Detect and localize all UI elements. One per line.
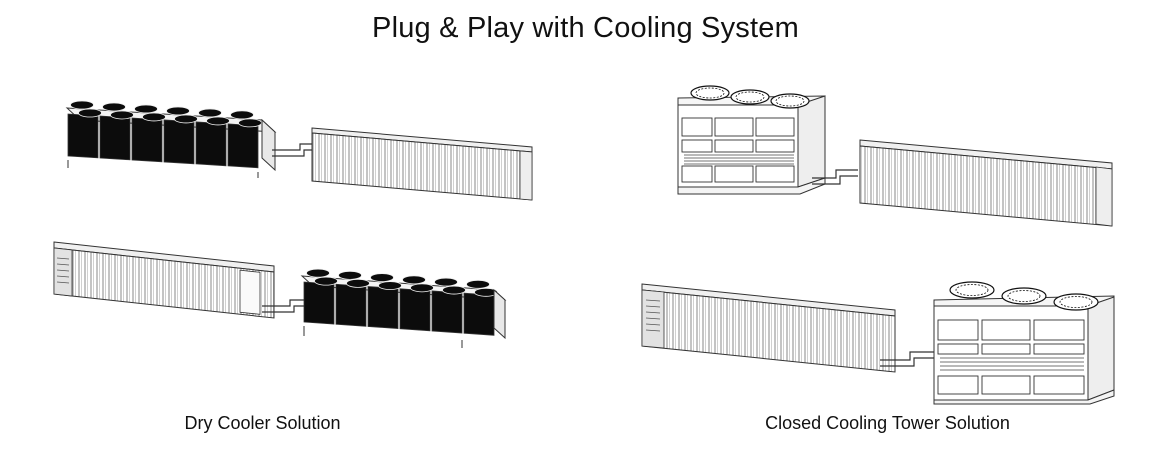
cooler-panel <box>431 290 463 334</box>
fan-icon <box>142 112 166 122</box>
fan-icon <box>474 287 498 297</box>
fan-icon <box>78 108 102 118</box>
container-bottom-left <box>53 241 275 319</box>
fan-icon <box>1053 293 1099 311</box>
fan-icon <box>1001 287 1047 305</box>
fan-icon <box>102 102 126 112</box>
fan-icon <box>442 285 466 295</box>
cooler-panel <box>99 115 131 161</box>
cooling-tower-bottom-right <box>933 281 1115 405</box>
container-top-right <box>859 139 1113 227</box>
cooler-panel <box>303 281 335 325</box>
fan-icon <box>370 273 394 283</box>
fan-icon <box>110 110 134 120</box>
fan-icon <box>410 283 434 293</box>
cooler-panel <box>163 119 195 165</box>
fan-icon <box>434 277 458 287</box>
cooling-tower-top-right <box>677 85 826 195</box>
fan-icon <box>770 93 810 109</box>
fan-icon <box>174 114 198 124</box>
container-top-left <box>311 127 533 201</box>
fan-icon <box>346 278 370 288</box>
fan-icon <box>230 110 254 120</box>
fan-icon <box>690 85 730 101</box>
cooler-panel <box>227 123 259 169</box>
cooler-panel <box>367 286 399 330</box>
fan-icon <box>238 118 262 128</box>
cooler-panel <box>67 113 99 159</box>
caption-closed-cooling-tower: Closed Cooling Tower Solution <box>765 413 1010 433</box>
fan-icon <box>730 89 770 105</box>
fan-icon <box>402 275 426 285</box>
cooler-panel <box>463 292 495 336</box>
container-bottom-right <box>641 283 896 373</box>
fan-icon <box>338 270 362 280</box>
cooler-panel <box>335 283 367 327</box>
fan-icon <box>134 104 158 114</box>
pipes-top-right <box>812 169 858 185</box>
fan-icon <box>206 116 230 126</box>
pipes-top-left <box>272 143 312 157</box>
fan-icon <box>314 276 338 286</box>
fan-icon <box>378 281 402 291</box>
cooler-panel <box>195 121 227 167</box>
dry-cooler-unit-top-left <box>65 100 277 178</box>
caption-dry-cooler: Dry Cooler Solution <box>184 413 341 433</box>
fan-icon <box>949 281 995 299</box>
dry-cooler-unit-bottom-left <box>300 268 507 348</box>
fan-icon <box>166 106 190 116</box>
pipes-bottom-right <box>880 351 934 367</box>
fan-icon <box>466 279 490 289</box>
pipes-bottom-left <box>262 299 304 313</box>
cooler-panel <box>131 117 163 163</box>
fan-icon <box>198 108 222 118</box>
page-title: Plug & Play with Cooling System <box>372 12 799 44</box>
fan-icon <box>306 268 330 278</box>
cooler-panel <box>399 288 431 332</box>
fan-icon <box>70 100 94 110</box>
